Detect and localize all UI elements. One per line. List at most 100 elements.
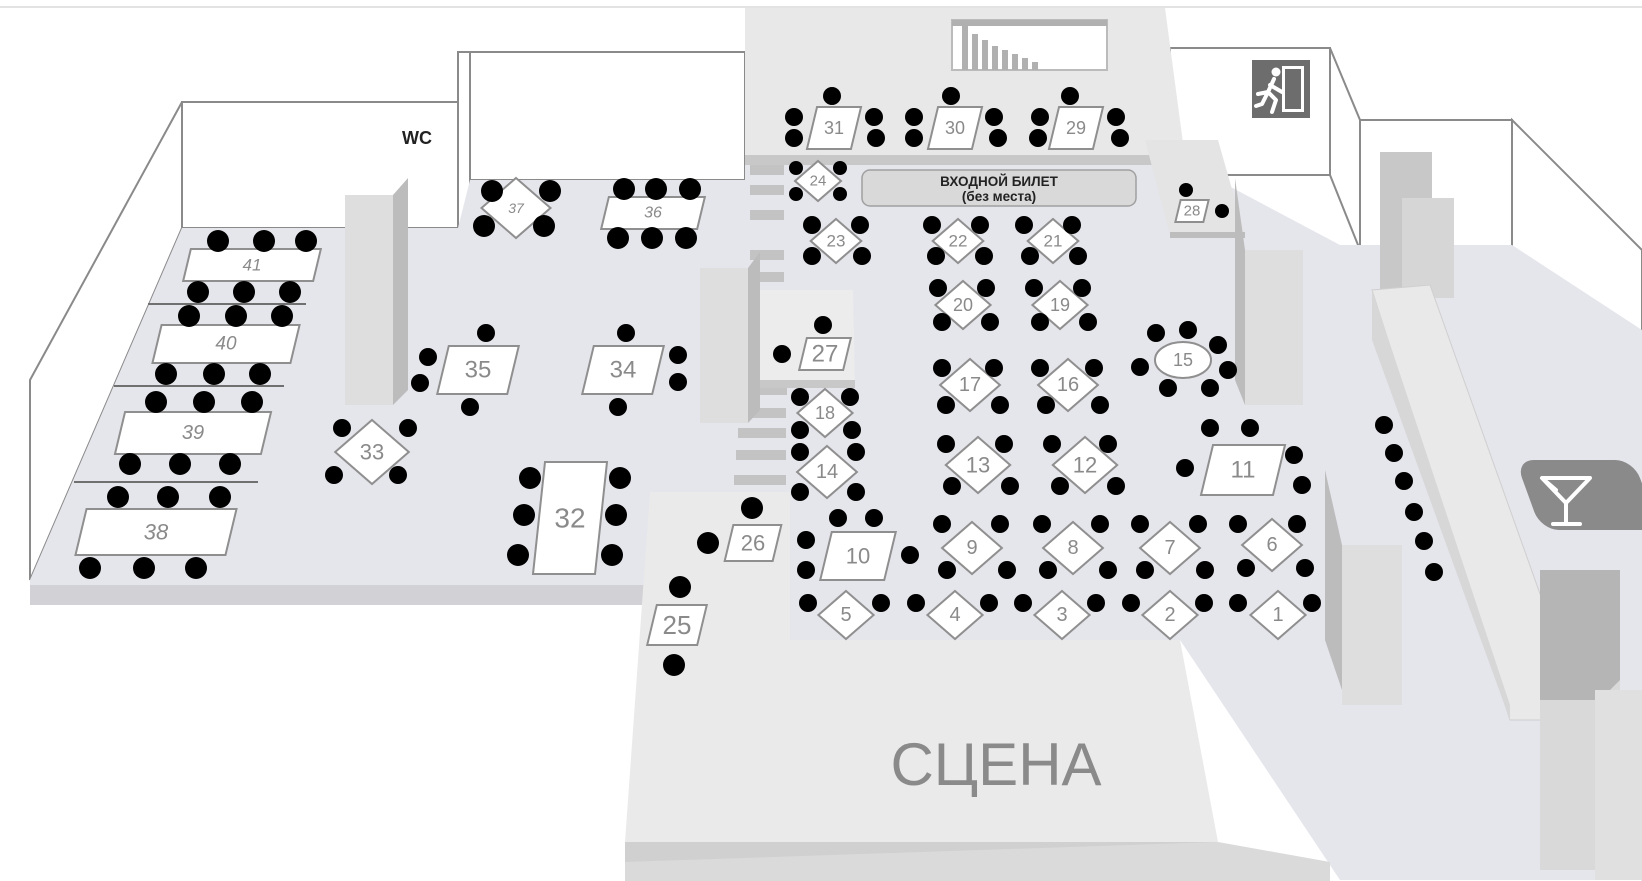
seat-table-39[interactable] (193, 391, 215, 413)
seat-table-9[interactable] (938, 561, 956, 579)
seat-table-32[interactable] (605, 504, 627, 526)
seat-table-18[interactable] (841, 388, 859, 406)
seat-table-24[interactable] (833, 187, 847, 201)
seat-table-14[interactable] (791, 443, 809, 461)
seat-table-15[interactable] (1179, 321, 1197, 339)
seat-table-39[interactable] (119, 453, 141, 475)
seat-table-38[interactable] (157, 486, 179, 508)
seat-table-1[interactable] (1229, 594, 1247, 612)
seat-table-29[interactable] (1111, 129, 1129, 147)
seat-table-11[interactable] (1241, 419, 1259, 437)
table-24[interactable]: 24 (793, 159, 843, 203)
table-3[interactable]: 3 (1032, 589, 1092, 641)
seat-table-6[interactable] (1237, 559, 1255, 577)
seat-table-32[interactable] (601, 544, 623, 566)
table-26[interactable]: 26 (723, 524, 783, 562)
bar-seat[interactable] (1375, 416, 1393, 434)
seat-table-35[interactable] (419, 348, 437, 366)
table-27[interactable]: 27 (797, 337, 853, 371)
table-7-shape[interactable] (1138, 520, 1202, 576)
seat-table-41[interactable] (253, 230, 275, 252)
table-9-shape[interactable] (940, 520, 1004, 576)
table-12[interactable]: 12 (1051, 435, 1119, 495)
table-6-shape[interactable] (1240, 517, 1304, 573)
seat-table-40[interactable] (249, 363, 271, 385)
seat-table-11[interactable] (1176, 459, 1194, 477)
seat-table-29[interactable] (1107, 108, 1125, 126)
seat-table-22[interactable] (971, 216, 989, 234)
seat-table-25[interactable] (669, 576, 691, 598)
seat-table-20[interactable] (977, 279, 995, 297)
seat-table-38[interactable] (79, 557, 101, 579)
table-25-shape[interactable] (645, 604, 709, 646)
bar-seat[interactable] (1415, 532, 1433, 550)
seat-table-17[interactable] (933, 359, 951, 377)
table-9[interactable]: 9 (940, 520, 1004, 576)
seat-table-18[interactable] (791, 421, 809, 439)
table-19[interactable]: 19 (1030, 279, 1090, 331)
seat-table-21[interactable] (1015, 216, 1033, 234)
table-26-shape[interactable] (723, 524, 783, 562)
seat-table-23[interactable] (803, 247, 821, 265)
table-35-shape[interactable] (435, 345, 521, 395)
seat-table-39[interactable] (241, 391, 263, 413)
seat-table-9[interactable] (933, 515, 951, 533)
table-14[interactable]: 14 (795, 444, 859, 500)
table-15-shape[interactable] (1154, 341, 1212, 379)
seat-table-9[interactable] (998, 561, 1016, 579)
seat-table-8[interactable] (1091, 515, 1109, 533)
bar-seat[interactable] (1395, 472, 1413, 490)
seat-table-16[interactable] (1085, 359, 1103, 377)
seat-table-37[interactable] (473, 215, 495, 237)
table-40-shape[interactable] (151, 324, 301, 364)
table-17[interactable]: 17 (938, 357, 1002, 413)
seat-table-17[interactable] (985, 359, 1003, 377)
seat-table-12[interactable] (1107, 477, 1125, 495)
seat-table-23[interactable] (803, 216, 821, 234)
seat-table-17[interactable] (991, 396, 1009, 414)
seat-table-24[interactable] (789, 161, 803, 175)
seat-table-21[interactable] (1069, 247, 1087, 265)
seat-table-12[interactable] (1043, 435, 1061, 453)
seat-table-18[interactable] (843, 421, 861, 439)
seat-table-9[interactable] (991, 515, 1009, 533)
table-14-shape[interactable] (795, 444, 859, 500)
seat-table-19[interactable] (1079, 313, 1097, 331)
table-10[interactable]: 10 (818, 531, 898, 581)
seat-table-39[interactable] (219, 453, 241, 475)
seat-table-30[interactable] (905, 129, 923, 147)
table-28[interactable]: 28 (1174, 199, 1210, 223)
table-41-shape[interactable] (181, 248, 323, 282)
table-34-shape[interactable] (580, 345, 666, 395)
table-11-shape[interactable] (1199, 444, 1287, 496)
seat-table-22[interactable] (927, 247, 945, 265)
table-18-shape[interactable] (795, 387, 855, 439)
seat-table-10[interactable] (829, 509, 847, 527)
seat-table-19[interactable] (1031, 313, 1049, 331)
seat-table-39[interactable] (145, 391, 167, 413)
seat-table-41[interactable] (233, 281, 255, 303)
table-18[interactable]: 18 (795, 387, 855, 439)
seat-table-38[interactable] (133, 557, 155, 579)
seat-table-24[interactable] (789, 187, 803, 201)
seat-table-7[interactable] (1136, 561, 1154, 579)
seat-table-34[interactable] (609, 398, 627, 416)
table-5-shape[interactable] (816, 589, 876, 641)
table-4-shape[interactable] (925, 589, 985, 641)
seat-table-10[interactable] (901, 546, 919, 564)
seat-table-35[interactable] (411, 374, 429, 392)
table-32-shape[interactable] (531, 461, 609, 575)
seat-table-13[interactable] (943, 477, 961, 495)
seat-table-29[interactable] (1029, 129, 1047, 147)
seat-table-31[interactable] (785, 108, 803, 126)
seat-table-36[interactable] (675, 227, 697, 249)
seat-table-11[interactable] (1285, 446, 1303, 464)
seat-table-32[interactable] (519, 467, 541, 489)
seat-table-7[interactable] (1189, 515, 1207, 533)
table-40[interactable]: 40 (151, 324, 301, 364)
seat-table-8[interactable] (1033, 515, 1051, 533)
table-1-shape[interactable] (1248, 589, 1308, 641)
table-12-shape[interactable] (1051, 435, 1119, 495)
table-10-shape[interactable] (818, 531, 898, 581)
table-32[interactable]: 32 (531, 461, 609, 575)
